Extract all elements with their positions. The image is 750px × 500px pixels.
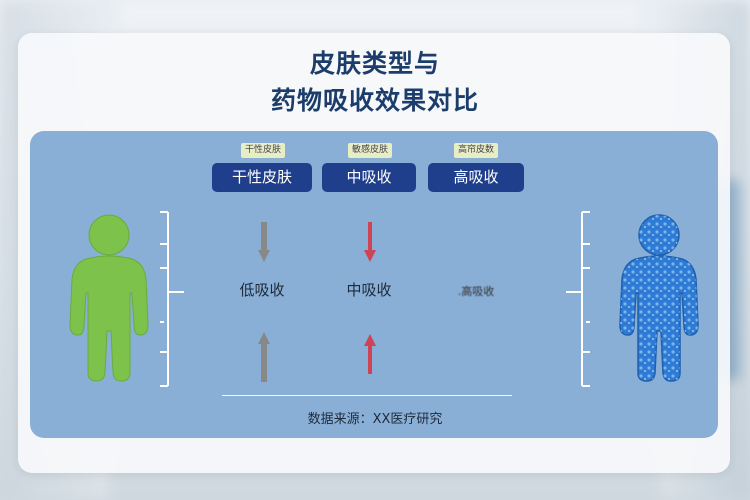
title-line-2: 药物吸收效果对比 (270, 86, 479, 115)
right-body-icon (619, 214, 699, 382)
pill-dry-skin[interactable]: 干性皮肤 (212, 163, 312, 192)
left-body-icon (69, 214, 149, 382)
arrow-down-icon-sensitive (364, 222, 376, 262)
data-source: 数据来源：XX医疗研究 (307, 412, 443, 427)
arrow-down-icon-dry (258, 222, 270, 262)
label-high-absorption: .高吸收 (457, 285, 495, 298)
arrow-up-icon-sensitive (364, 334, 376, 374)
left-scale-bracket (160, 211, 184, 387)
divider-line (222, 395, 512, 396)
tag-sensitive-skin: 敏感皮肤 (347, 143, 393, 158)
tag-third-skin: 高帘皮数 (453, 143, 499, 158)
pill-high-absorption[interactable]: 高吸收 (428, 163, 524, 192)
tag-dry-skin: 干性皮肤 (240, 143, 286, 158)
label-low-absorption: 低吸收 (239, 281, 285, 299)
arrow-up-icon-dry (258, 332, 270, 382)
background-top (120, 0, 640, 30)
label-medium-absorption: 中吸收 (346, 281, 392, 299)
right-scale-bracket (566, 211, 590, 387)
pill-medium-absorption[interactable]: 中吸收 (322, 163, 416, 192)
title-line-1: 皮肤类型与 (309, 49, 440, 78)
